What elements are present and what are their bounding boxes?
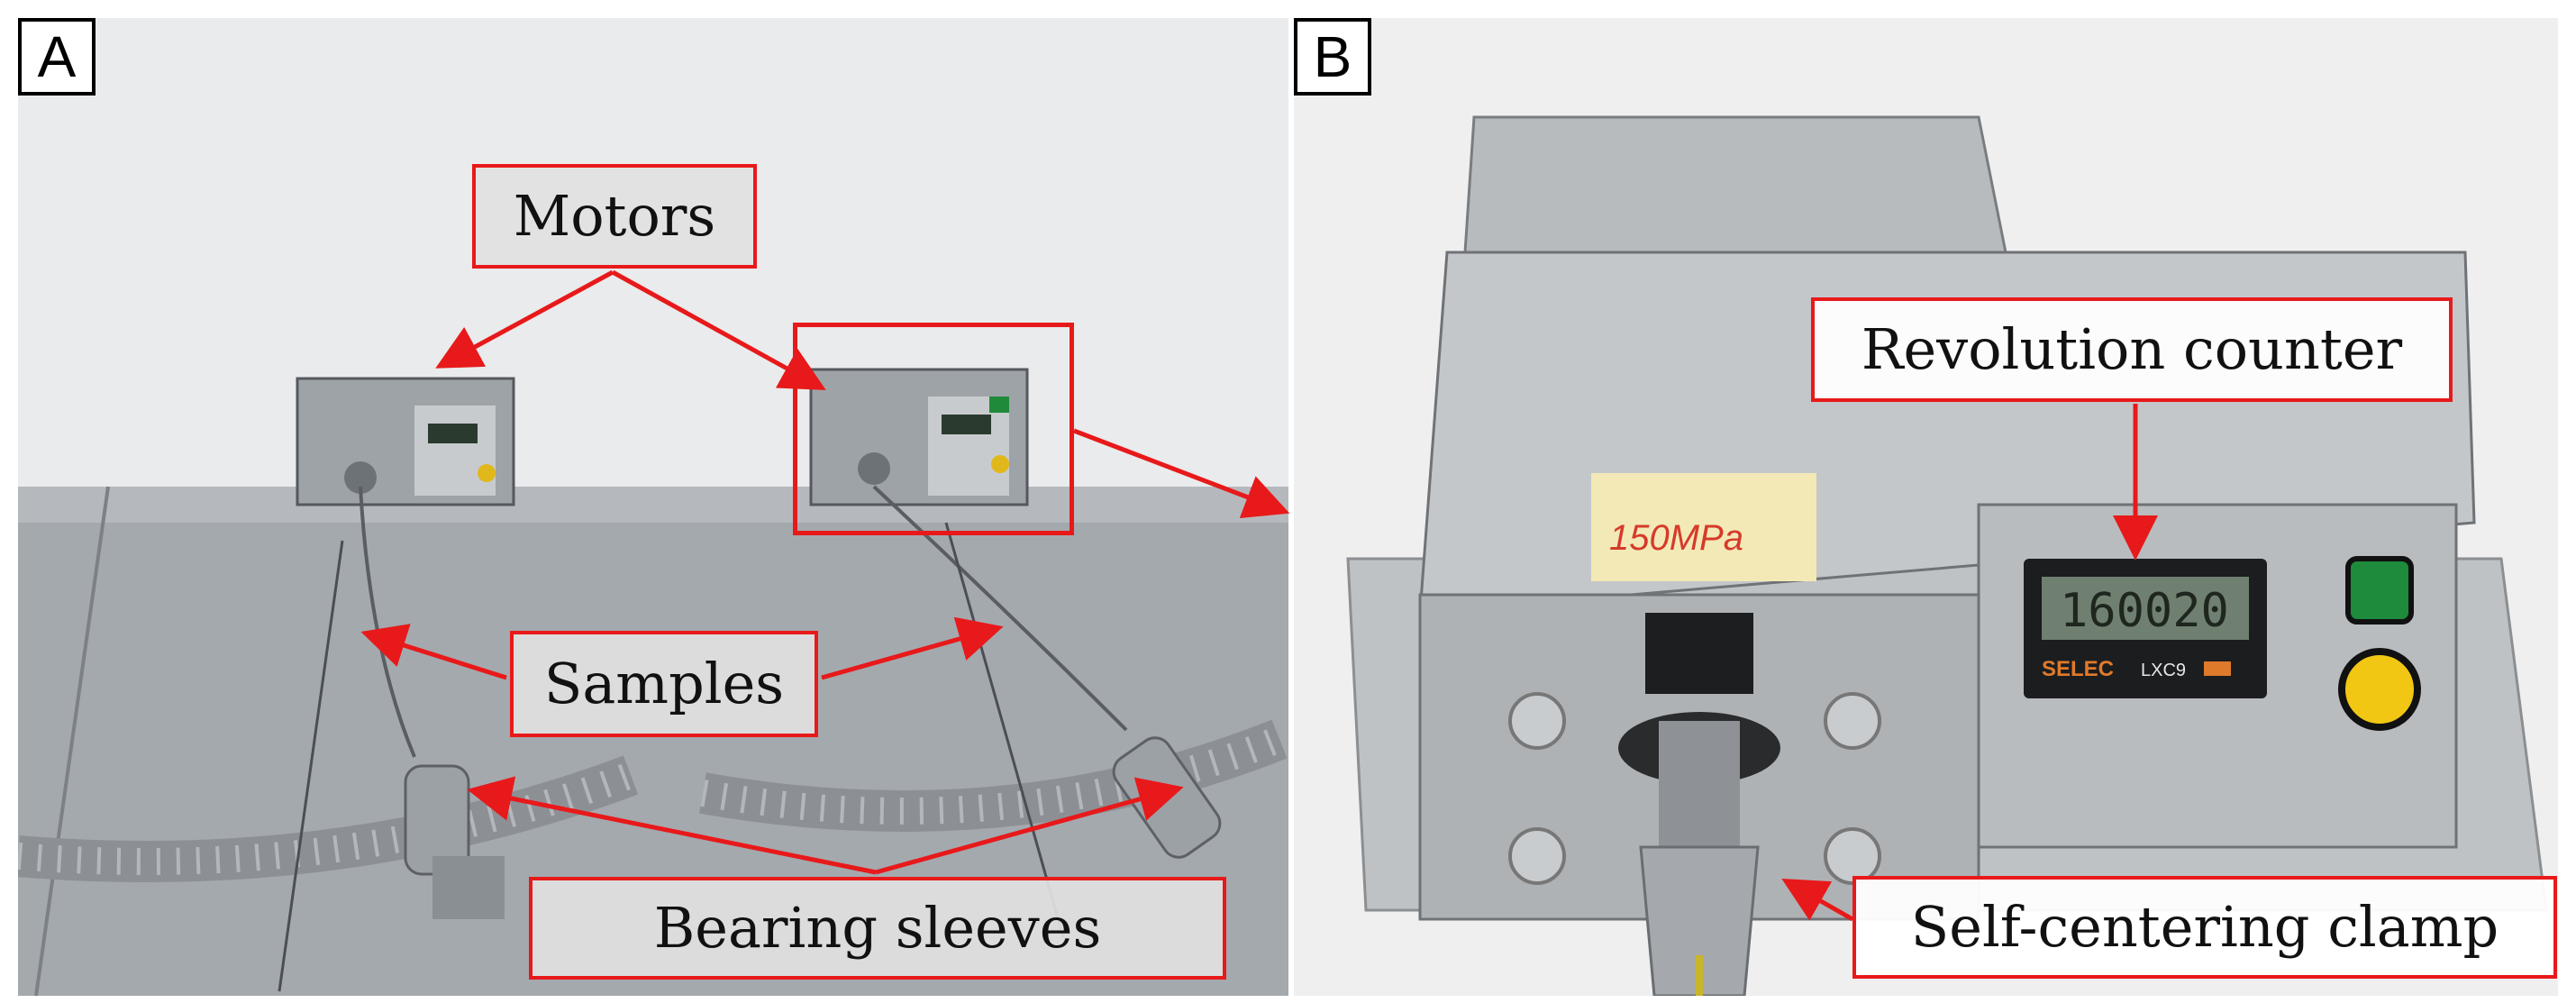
- self-centering-clamp-label: Self-centering clamp: [1852, 876, 2557, 979]
- svg-text:LXC9: LXC9: [2141, 661, 2186, 680]
- bearing-sleeves-label: Bearing sleeves: [529, 877, 1226, 980]
- motor-left: [296, 377, 515, 506]
- panel-b-photo: 150MPa 160020 SELEC LXC9: [1294, 18, 2558, 996]
- tape-note: 150MPa: [1591, 473, 1816, 581]
- panel-b-scene: 150MPa 160020 SELEC LXC9: [1294, 18, 2558, 996]
- samples-label: Samples: [510, 631, 818, 737]
- motors-label: Motors: [472, 164, 757, 269]
- tape-note-text: 150MPa: [1609, 518, 1743, 558]
- self-centering-clamp-device: [1618, 613, 1780, 996]
- bearing-sleeve-left: [404, 764, 505, 919]
- revolution-counter-device: 160020 SELEC LXC9: [2024, 559, 2267, 698]
- motor-highlight-box: [793, 323, 1074, 535]
- svg-text:SELEC: SELEC: [2042, 657, 2114, 681]
- counter-display-text: 160020: [2060, 584, 2229, 638]
- motor-right: [809, 368, 1029, 506]
- panel-a-letter: A: [18, 18, 96, 96]
- panel-b-letter: B: [1294, 18, 1371, 96]
- revolution-counter-label: Revolution counter: [1811, 297, 2453, 402]
